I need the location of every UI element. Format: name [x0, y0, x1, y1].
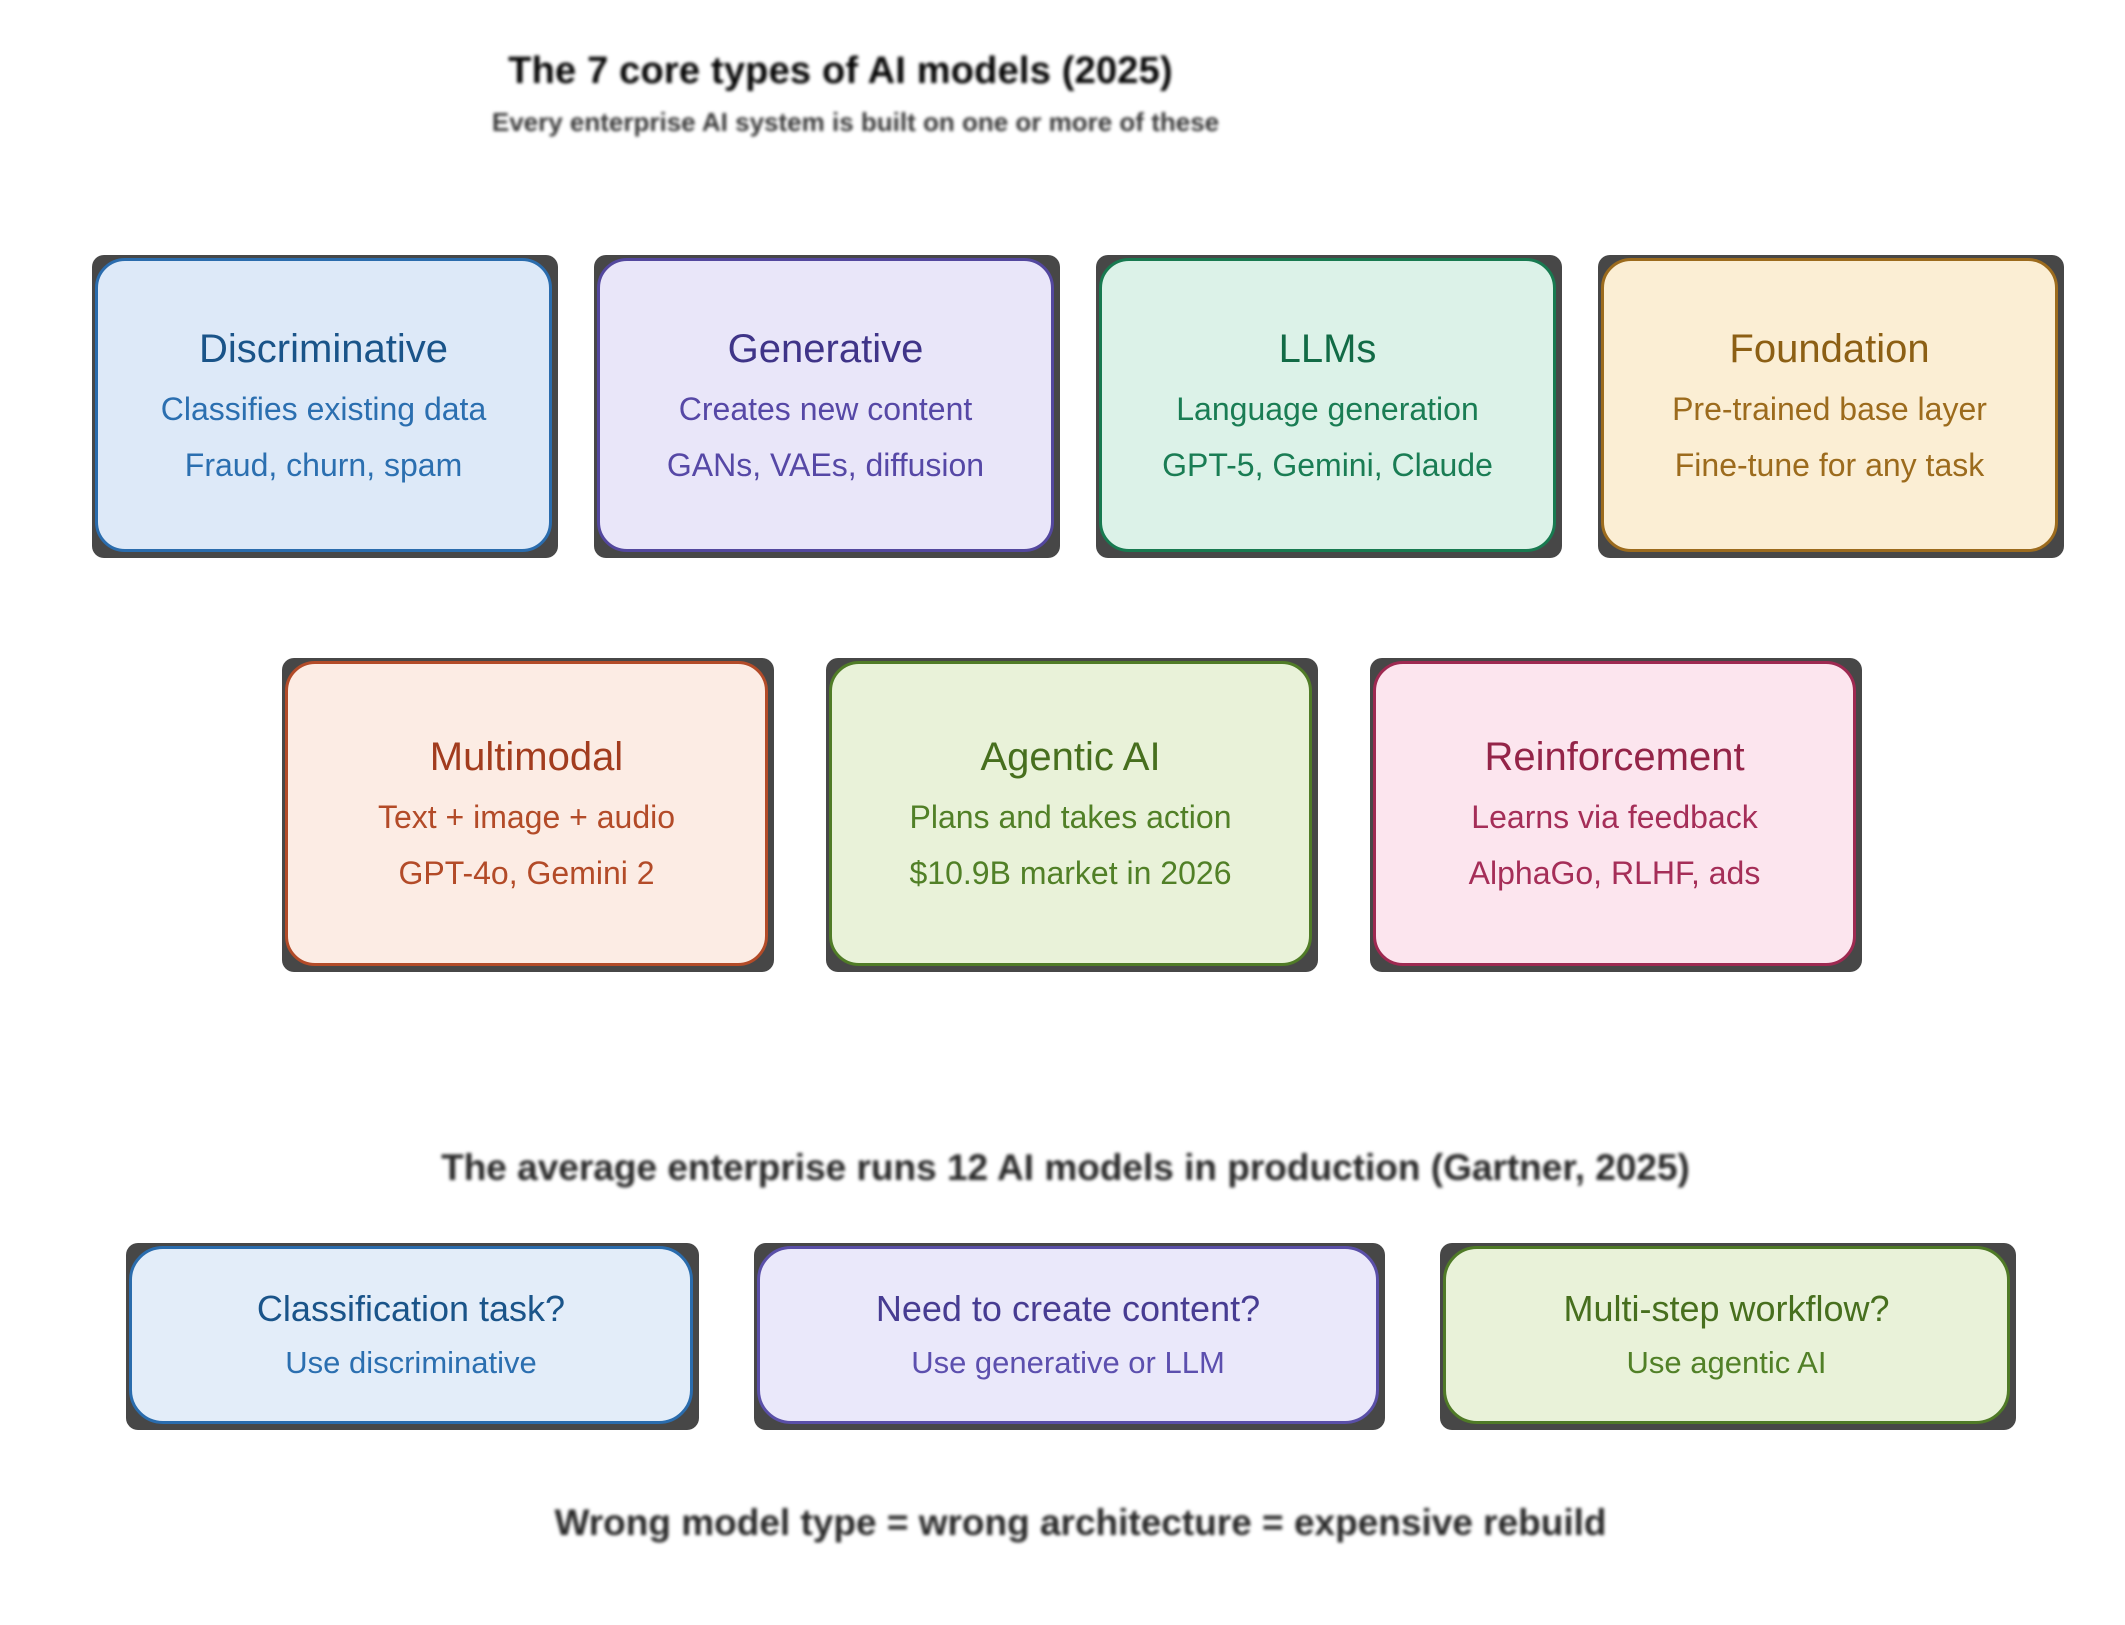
model-card-agentic-ai: Agentic AI Plans and takes action $10.9B… [826, 657, 1318, 972]
card-examples: Fraud, churn, spam [184, 446, 463, 483]
model-card-discriminative: Discriminative Classifies existing data … [92, 254, 558, 558]
model-card-foundation: Foundation Pre-trained base layer Fine-t… [1598, 254, 2064, 558]
card-examples: GPT-4o, Gemini 2 [398, 855, 655, 892]
model-card-llms: LLMs Language generation GPT-5, Gemini, … [1096, 254, 1562, 558]
decision-answer: Use generative or LLM [911, 1345, 1225, 1381]
card-description: Classifies existing data [160, 390, 487, 427]
card-title: Agentic AI [980, 735, 1161, 780]
card-examples: GANs, VAEs, diffusion [666, 446, 985, 483]
decision-card-multi-step-workflow: Multi-step workflow? Use agentic AI [1440, 1242, 2016, 1430]
card-title: Reinforcement [1484, 735, 1745, 780]
card-title: Multimodal [429, 735, 624, 780]
decision-question: Multi-step workflow? [1563, 1288, 1890, 1330]
card-examples: AlphaGo, RLHF, ads [1468, 855, 1761, 892]
page-subtitle: Every enterprise AI system is built on o… [491, 106, 1220, 137]
footer-warning-note: Wrong model type = wrong architecture = … [554, 1501, 1607, 1543]
card-title: Generative [727, 326, 924, 371]
model-card-multimodal: Multimodal Text + image + audio GPT-4o, … [282, 657, 774, 972]
card-examples: Fine-tune for any task [1674, 446, 1985, 483]
decision-answer: Use agentic AI [1626, 1345, 1827, 1381]
decision-question: Classification task? [256, 1288, 566, 1330]
header: The 7 core types of AI models (2025) Eve… [0, 0, 2125, 138]
card-description: Plans and takes action [909, 799, 1232, 836]
decision-card-create-content: Need to create content? Use generative o… [754, 1242, 1385, 1430]
card-title: Foundation [1729, 326, 1930, 371]
decision-question: Need to create content? [875, 1288, 1261, 1330]
card-description: Language generation [1176, 390, 1479, 427]
card-examples: $10.9B market in 2026 [909, 855, 1232, 892]
card-title: Discriminative [199, 326, 448, 371]
model-row-1: Discriminative Classifies existing data … [14, 254, 2125, 558]
card-description: Learns via feedback [1471, 799, 1758, 836]
model-card-reinforcement: Reinforcement Learns via feedback AlphaG… [1370, 657, 1862, 972]
decision-row: Classification task? Use discriminative … [7, 1242, 2125, 1430]
decision-card-classification-task: Classification task? Use discriminative [126, 1242, 699, 1430]
card-description: Pre-trained base layer [1672, 390, 1987, 427]
mid-stat-note: The average enterprise runs 12 AI models… [441, 1146, 1690, 1188]
card-title: LLMs [1278, 326, 1377, 371]
card-examples: GPT-5, Gemini, Claude [1162, 446, 1493, 483]
card-description: Text + image + audio [377, 799, 676, 836]
model-card-generative: Generative Creates new content GANs, VAE… [594, 254, 1060, 558]
page-title: The 7 core types of AI models (2025) [508, 50, 1173, 92]
decision-answer: Use discriminative [285, 1345, 537, 1381]
card-description: Creates new content [678, 390, 973, 427]
model-row-2: Multimodal Text + image + audio GPT-4o, … [8, 657, 2125, 972]
